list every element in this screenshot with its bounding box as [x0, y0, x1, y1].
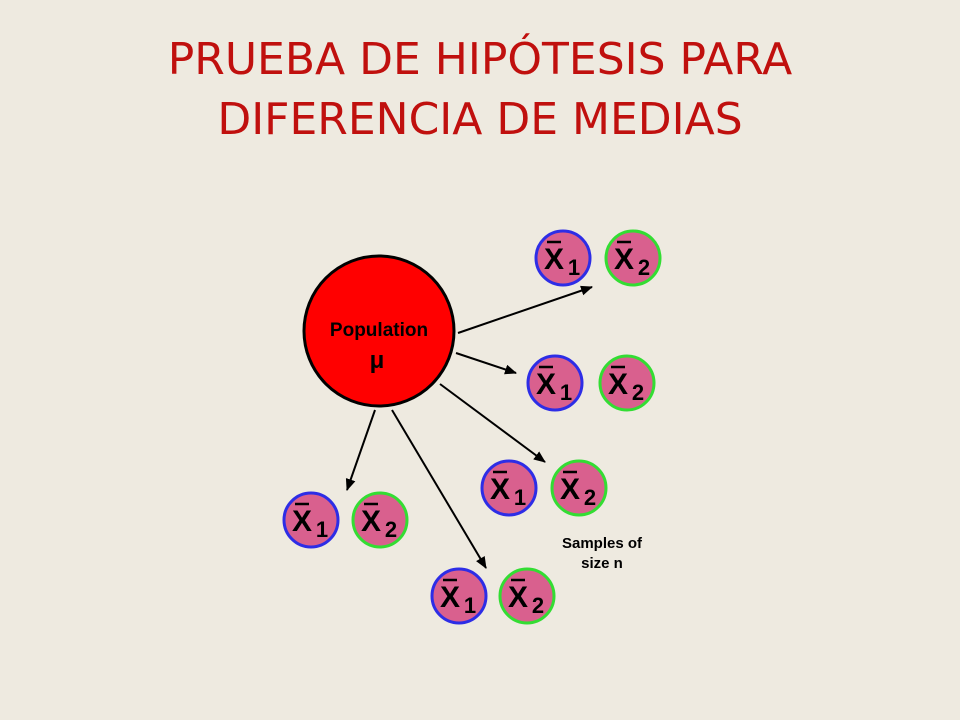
sample-mean-index: 1: [568, 255, 580, 280]
sample-mean-index: 2: [584, 485, 596, 510]
sample-mean-letter: X: [560, 473, 580, 506]
sample-mean-index: 1: [316, 517, 328, 542]
population-mean-symbol: μ: [370, 347, 385, 374]
samples-note-line-1: Samples of: [562, 535, 643, 552]
sample-mean-letter: X: [536, 368, 556, 401]
slide-title: PRUEBA DE HIPÓTESIS PARA DIFERENCIA DE M…: [0, 30, 960, 150]
title-line-2: DIFERENCIA DE MEDIAS: [217, 94, 743, 145]
sample-mean-index: 2: [638, 255, 650, 280]
samples-note: Samples of size n: [562, 535, 643, 572]
sample-mean-letter: X: [361, 505, 381, 538]
sample-mean-index: 2: [385, 517, 397, 542]
population-label: Population: [330, 320, 428, 341]
sample-mean-circle: [480, 459, 538, 517]
sample-mean-letter: X: [440, 581, 460, 614]
sample-mean-letter: X: [490, 473, 510, 506]
title-line-1: PRUEBA DE HIPÓTESIS PARA: [167, 34, 793, 85]
arrows: [345, 285, 593, 569]
sample-mean-circle: [351, 491, 409, 549]
population-circle: Population μ: [302, 254, 456, 408]
arrow-to-sample-1: [457, 285, 593, 334]
sample-mean-letter: X: [508, 581, 528, 614]
sample-mean-circle: [282, 491, 340, 549]
arrow-to-sample-5: [391, 409, 487, 569]
sample-mean-index: 2: [632, 380, 644, 405]
sample-mean-circle: [550, 459, 608, 517]
samples-note-line-2: size n: [581, 555, 623, 572]
sample-mean-circle: [604, 229, 662, 287]
sample-mean-circle: [526, 354, 584, 412]
arrow-to-sample-3: [439, 383, 546, 463]
sample-mean-letter: X: [292, 505, 312, 538]
sample-mean-index: 2: [532, 593, 544, 618]
sample-mean-index: 1: [464, 593, 476, 618]
sample-mean-circle: [534, 229, 592, 287]
sample-mean-letter: X: [614, 243, 634, 276]
sample-mean-circle: [498, 567, 556, 625]
sample-mean-letter: X: [544, 243, 564, 276]
arrow-to-sample-2: [455, 352, 517, 375]
sample-mean-circle: [430, 567, 488, 625]
sample-mean-index: 1: [560, 380, 572, 405]
arrow-to-sample-4: [345, 409, 376, 491]
sample-mean-letter: X: [608, 368, 628, 401]
sample-mean-circle: [598, 354, 656, 412]
sample-mean-index: 1: [514, 485, 526, 510]
